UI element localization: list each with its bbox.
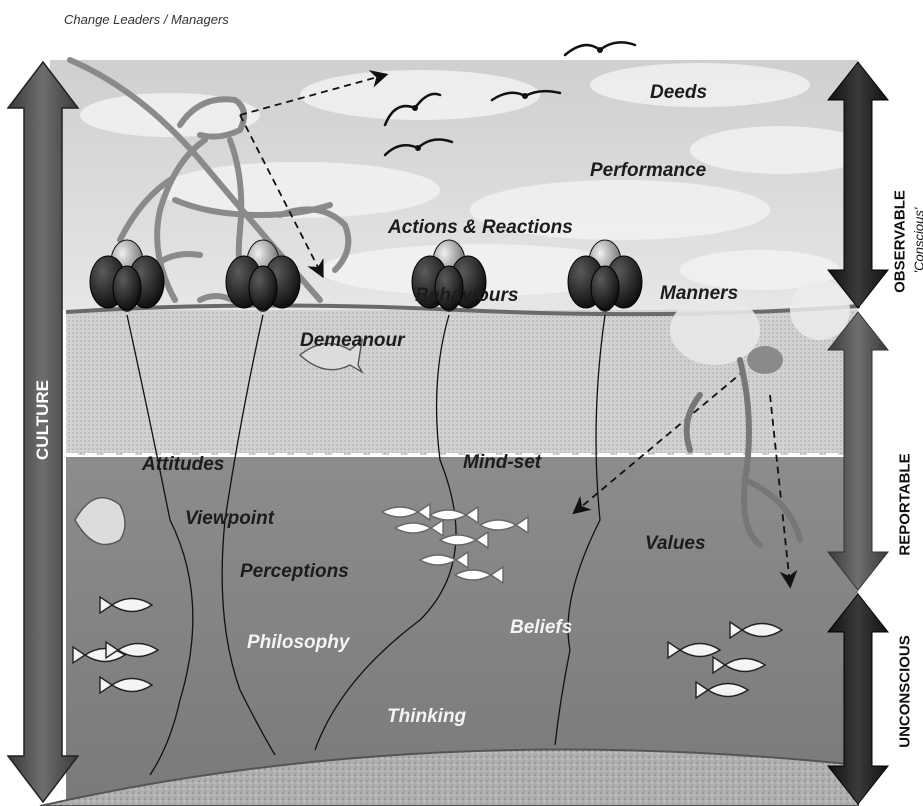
- term-viewpoint: Viewpoint: [185, 508, 274, 530]
- culture-label: CULTURE: [33, 370, 53, 470]
- term-perceptions: Perceptions: [240, 561, 349, 583]
- term-mindset: Mind-set: [463, 452, 541, 474]
- term-beliefs: Beliefs: [510, 617, 572, 639]
- reportable-label: REPORTABLE: [897, 450, 914, 560]
- term-values: Values: [645, 533, 706, 555]
- term-thinking: Thinking: [387, 706, 466, 728]
- unconscious-label: UNCONSCIOUS: [897, 632, 914, 752]
- observable-label: OBSERVABLE: [892, 187, 909, 297]
- diagram-caption: Change Leaders / Managers: [64, 12, 229, 27]
- term-manners: Manners: [660, 283, 738, 305]
- term-attitudes: Attitudes: [142, 454, 224, 476]
- term-deeds: Deeds: [650, 82, 707, 104]
- term-demeanour: Demeanour: [300, 330, 405, 352]
- term-actions-reactions: Actions & Reactions: [388, 217, 573, 239]
- observable-sublabel: 'Conscious': [912, 186, 923, 296]
- term-performance: Performance: [590, 160, 706, 182]
- term-behaviours: Behaviours: [415, 285, 518, 307]
- term-philosophy: Philosophy: [247, 632, 349, 654]
